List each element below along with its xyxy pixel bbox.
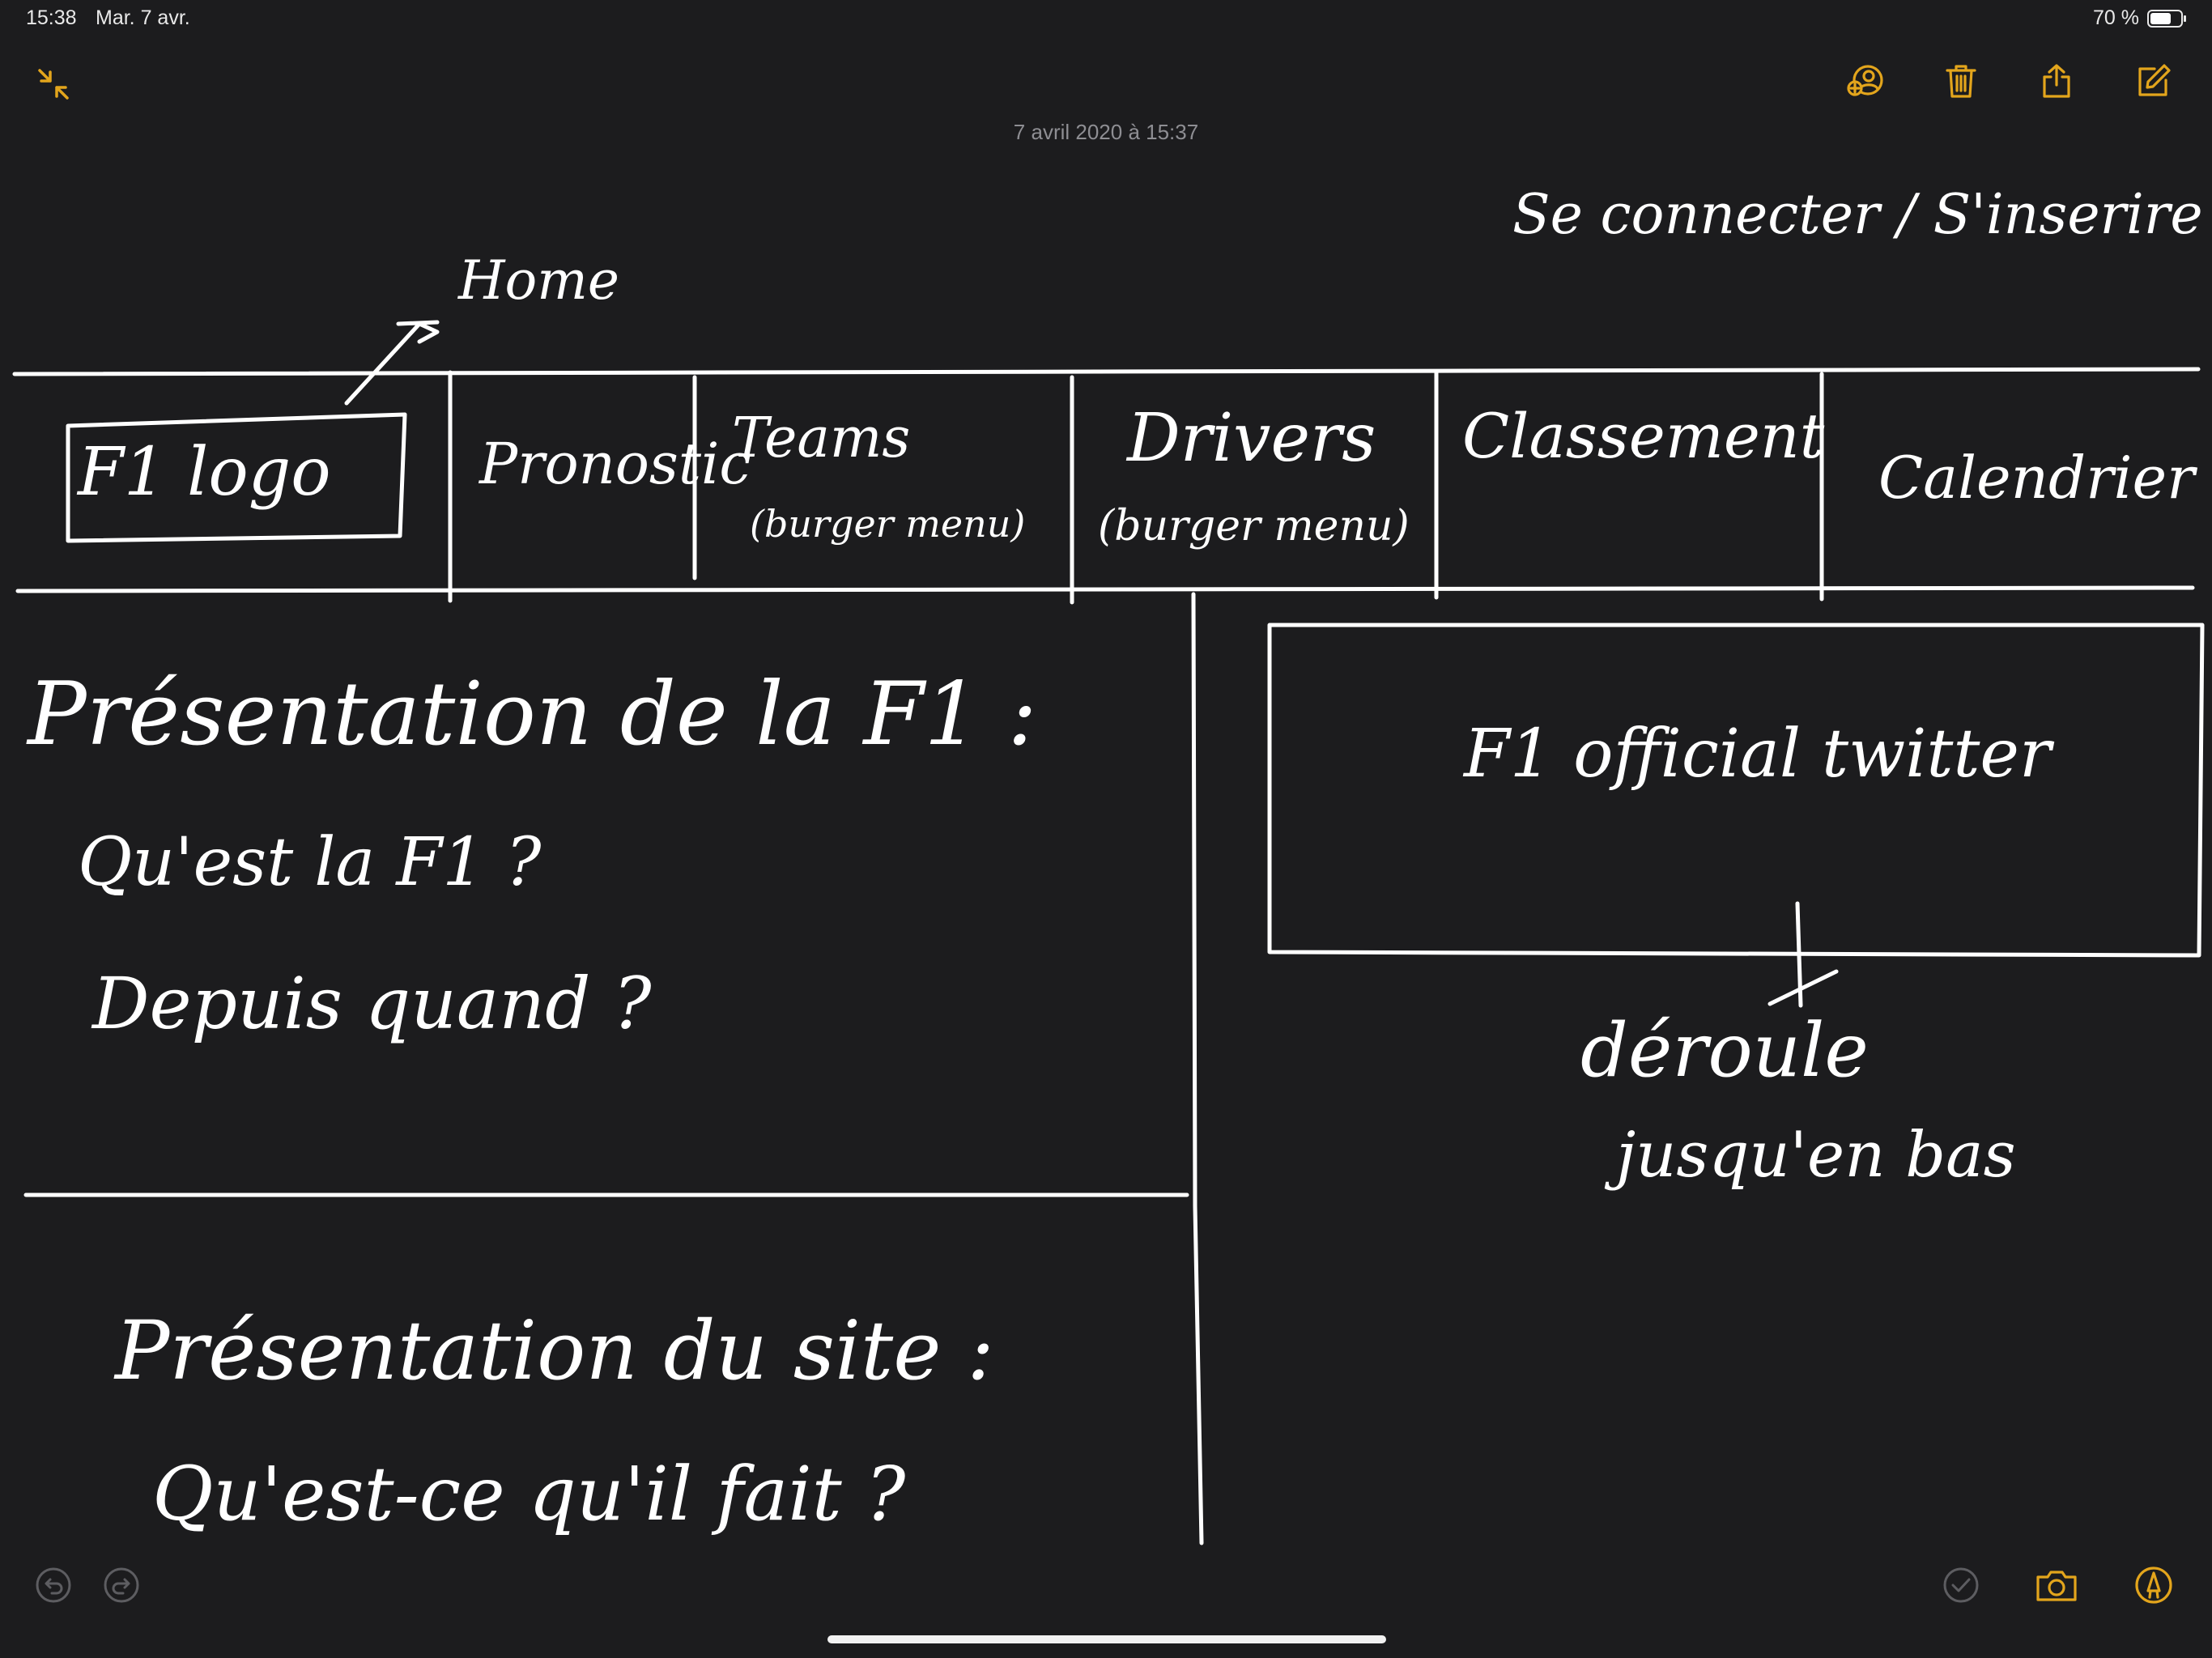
status-bar: 15:38 Mar. 7 avr. 70 % — [0, 0, 2212, 39]
nav-classement: Classement — [1462, 400, 1825, 472]
nav-pronostic: Pronostic — [479, 431, 751, 497]
scroll-note: jusqu'en bas — [1616, 1119, 2016, 1192]
nav-top-line — [12, 367, 2201, 376]
battery-level — [2150, 13, 2171, 24]
checklist-icon[interactable] — [1937, 1561, 1985, 1609]
battery-percentage: 70 % — [2093, 6, 2139, 29]
twitter-embed-label: F1 official twitter — [1464, 716, 2052, 793]
scroll-note: déroule — [1580, 1007, 1869, 1094]
nav-teams: Teams — [732, 406, 911, 470]
content-divider — [1191, 592, 1204, 1545]
nav-calendrier: Calendrier — [1878, 444, 2195, 512]
home-arrow — [344, 320, 440, 406]
status-date: Mar. 7 avr. — [96, 6, 190, 29]
section1-title: Présentation de la F1 : — [28, 664, 1037, 765]
compose-icon[interactable] — [2128, 55, 2180, 107]
section1-q2: Depuis quand ? — [92, 962, 652, 1045]
section2-title: Présentation du site : — [115, 1303, 994, 1398]
battery-icon — [2147, 10, 2186, 28]
markup-pen-icon[interactable] — [2129, 1561, 2178, 1609]
collapse-arrows-icon[interactable] — [28, 58, 79, 110]
twitter-box — [1267, 623, 2205, 958]
scroll-arrow — [1767, 901, 1839, 1008]
nav-logo: F1 logo — [78, 434, 331, 511]
share-icon[interactable] — [2031, 55, 2082, 107]
section1-q1: Qu'est la F1 ? — [78, 824, 542, 901]
camera-icon[interactable] — [2032, 1561, 2081, 1609]
note-date: 7 avril 2020 à 15:37 — [1013, 120, 1199, 144]
home-label: Home — [458, 249, 619, 312]
nav-bottom-line — [15, 585, 2195, 593]
status-time: 15:38 — [26, 6, 77, 29]
nav-drivers-sub: (burger menu) — [1098, 502, 1410, 551]
redo-icon[interactable] — [97, 1561, 146, 1609]
nav-teams-sub: (burger menu) — [750, 502, 1026, 546]
section2-q1: Qu'est-ce qu'il fait ? — [152, 1451, 906, 1537]
logo-box — [66, 412, 407, 543]
trash-icon[interactable] — [1935, 55, 1987, 107]
login-link: Se connecter / S'inserire — [1512, 183, 2203, 247]
nav-drivers: Drivers — [1127, 400, 1376, 477]
undo-icon[interactable] — [29, 1561, 78, 1609]
add-people-icon[interactable] — [1840, 55, 1891, 107]
home-indicator[interactable] — [827, 1635, 1386, 1643]
